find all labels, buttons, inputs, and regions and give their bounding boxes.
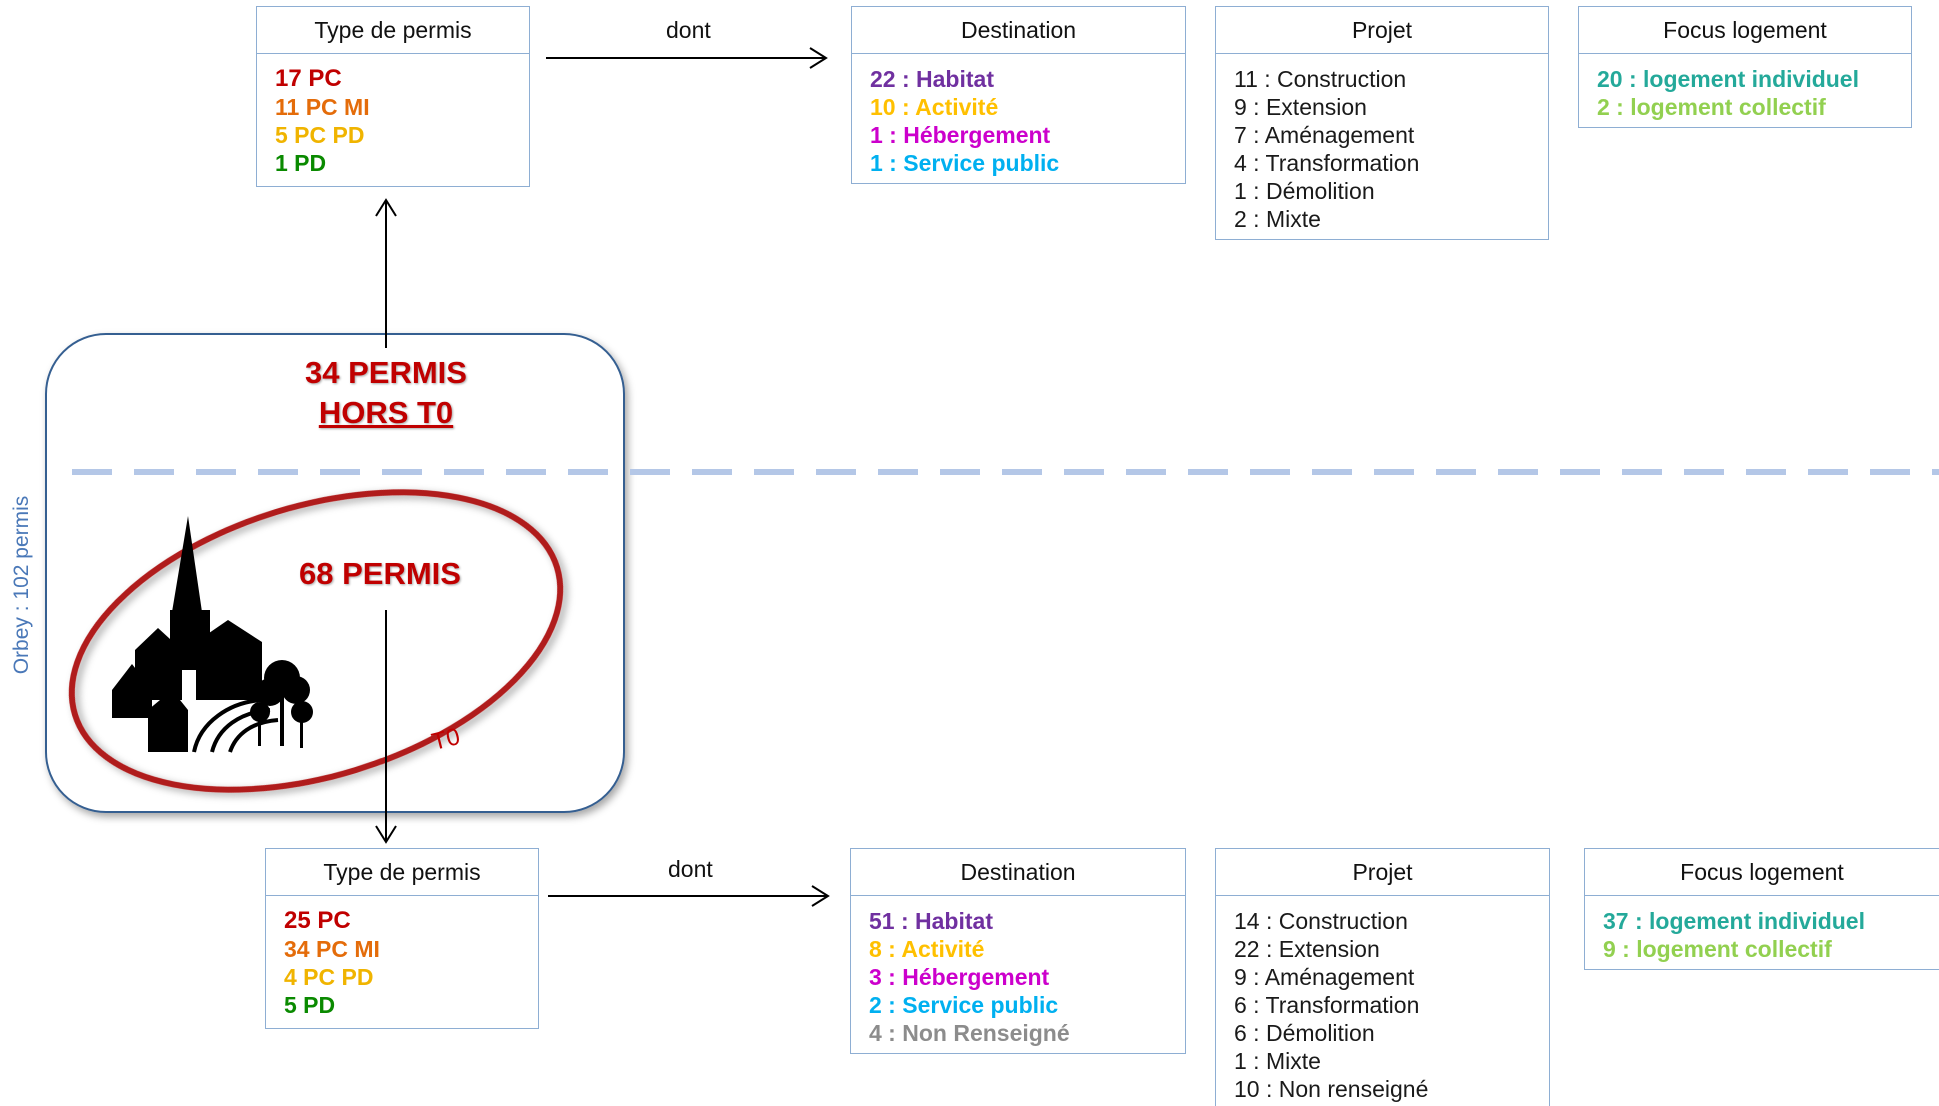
bottom-projet-title: Projet [1216, 849, 1549, 896]
municipality-side-label: Orbey : 102 permis [10, 495, 33, 675]
top-type-item: 1 PD [275, 150, 327, 176]
hors-t0-count: 34 PERMIS HORS T0 [286, 355, 486, 431]
bottom-type-title: Type de permis [266, 849, 538, 896]
municipality-frame [45, 333, 625, 813]
top-focus-item: 20 : logement individuel [1597, 66, 1859, 92]
bottom-focus-list: 37 : logement individuel 9 : logement co… [1585, 896, 1939, 963]
bottom-type-list: 25 PC 34 PC MI 4 PC PD 5 PD [266, 896, 538, 1019]
top-type-item: 17 PC [275, 65, 342, 92]
bottom-focus-item: 9 : logement collectif [1603, 936, 1832, 962]
arrowhead-up [375, 198, 397, 217]
bottom-destination-item: 8 : Activité [869, 936, 985, 962]
top-destination-item: 10 : Activité [870, 94, 999, 120]
bottom-dont-label: dont [668, 856, 713, 882]
t0-count: 68 PERMIS [299, 556, 461, 591]
bottom-type-item: 4 PC PD [284, 964, 374, 990]
bottom-projet-item: 9 : Aménagement [1234, 964, 1415, 990]
bottom-focus-title: Focus logement [1585, 849, 1939, 896]
bottom-type-box: Type de permis 25 PC 34 PC MI 4 PC PD 5 … [265, 848, 539, 1029]
top-type-item: 11 PC MI [275, 94, 370, 120]
top-destination-item: 22 : Habitat [870, 66, 994, 92]
top-destination-title: Destination [852, 7, 1185, 54]
bottom-destination-item: 2 : Service public [869, 992, 1059, 1018]
bottom-projet-box: Projet 14 : Construction 22 : Extension … [1215, 848, 1550, 1106]
bottom-destination-title: Destination [851, 849, 1185, 896]
top-destination-box: Destination 22 : Habitat 10 : Activité 1… [851, 6, 1186, 184]
bottom-destination-box: Destination 51 : Habitat 8 : Activité 3 … [850, 848, 1186, 1054]
top-destination-item: 1 : Hébergement [870, 122, 1051, 148]
arrowhead-top-right [809, 47, 828, 69]
bottom-projet-item: 10 : Non renseigné [1234, 1076, 1429, 1102]
bottom-destination-item: 4 : Non Renseigné [869, 1020, 1070, 1046]
top-projet-list: 11 : Construction 9 : Extension 7 : Amén… [1216, 54, 1548, 233]
top-destination-item: 1 : Service public [870, 150, 1060, 176]
top-type-box: Type de permis 17 PC 11 PC MI 5 PC PD 1 … [256, 6, 530, 187]
bottom-projet-item: 6 : Démolition [1234, 1020, 1375, 1046]
bottom-projet-item: 6 : Transformation [1234, 992, 1420, 1018]
top-projet-item: 4 : Transformation [1234, 150, 1420, 176]
bottom-projet-item: 22 : Extension [1234, 936, 1380, 962]
bottom-projet-list: 14 : Construction 22 : Extension 9 : Amé… [1216, 896, 1549, 1103]
top-focus-box: Focus logement 20 : logement individuel … [1578, 6, 1912, 128]
bottom-destination-list: 51 : Habitat 8 : Activité 3 : Hébergemen… [851, 896, 1185, 1047]
village-church-icon [112, 516, 313, 753]
bottom-projet-item: 14 : Construction [1234, 908, 1408, 934]
bottom-focus-box: Focus logement 37 : logement individuel … [1584, 848, 1939, 970]
hors-t0-label: HORS T0 [318, 395, 454, 430]
top-projet-item: 1 : Démolition [1234, 178, 1375, 204]
bottom-projet-item: 1 : Mixte [1234, 1048, 1321, 1074]
top-projet-box: Projet 11 : Construction 9 : Extension 7… [1215, 6, 1549, 240]
arrowhead-bottom-right [811, 885, 830, 907]
bottom-type-item: 25 PC [284, 907, 351, 934]
top-focus-title: Focus logement [1579, 7, 1911, 54]
bottom-destination-item: 3 : Hébergement [869, 964, 1050, 990]
top-projet-item: 9 : Extension [1234, 94, 1367, 120]
top-focus-list: 20 : logement individuel 2 : logement co… [1579, 54, 1911, 121]
top-focus-item: 2 : logement collectif [1597, 94, 1826, 120]
bottom-focus-item: 37 : logement individuel [1603, 908, 1865, 934]
top-projet-item: 7 : Aménagement [1234, 122, 1415, 148]
bottom-type-item: 5 PD [284, 992, 336, 1018]
top-type-item: 5 PC PD [275, 122, 365, 148]
top-type-title: Type de permis [257, 7, 529, 54]
t0-zone-ring [68, 489, 564, 793]
hors-t0-count-line: 34 PERMIS [305, 355, 467, 390]
top-destination-list: 22 : Habitat 10 : Activité 1 : Hébergeme… [852, 54, 1185, 177]
bottom-type-item: 34 PC MI [284, 936, 380, 962]
top-dont-label: dont [666, 17, 711, 43]
bottom-destination-item: 51 : Habitat [869, 908, 993, 934]
arrowhead-down [375, 825, 397, 844]
top-type-list: 17 PC 11 PC MI 5 PC PD 1 PD [257, 54, 529, 177]
top-projet-item: 2 : Mixte [1234, 206, 1321, 232]
top-projet-title: Projet [1216, 7, 1548, 54]
top-projet-item: 11 : Construction [1234, 66, 1407, 92]
